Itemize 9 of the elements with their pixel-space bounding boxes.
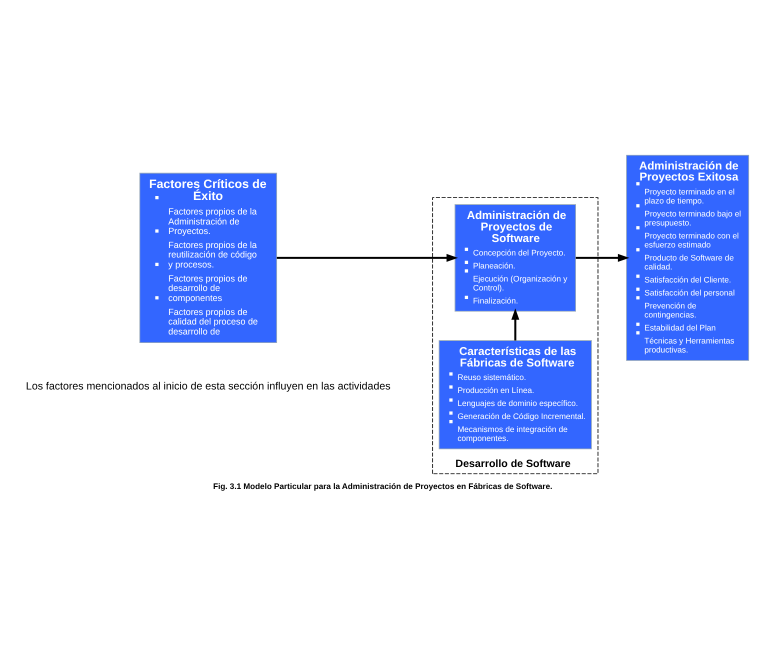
label: Los factores mencionados al inicio de esta sección influyen en las actividades xyxy=(26,380,391,392)
arrow xyxy=(511,308,520,340)
arrow xyxy=(576,254,630,262)
node-box: Administración de Proyectos de Software Concepción del Proyecto. Planeación. Ejecución (Organización y Control). Finalización. xyxy=(454,204,576,312)
node-box: Características de las Fábricas de Software Reuso sistemático. Producción en Línea. Lenguajes de dominio específico. Generación de Código Incremental. Mecanismos de integración de componentes. xyxy=(438,340,592,450)
node-box: Factores Críticos de Éxito Factores propios de la Administración de Proyectos. Factores propios de la reutilización de código y procesos. Factores propios de desarrollo de componentes Factores propios de calidad del proceso de desarrollo de xyxy=(139,172,278,344)
arrow xyxy=(276,254,458,262)
node-box: Administración de Proyectos Exitosa Proyecto terminado en el plazo de tiempo. Proyecto terminado bajo el presupuesto. Proyecto terminado con el esfuerzo estimado Producto de Software de calidad. Satisfacción del Cliente. Satisfacción del personal Prevención de contingencias. Estabilidad del Plan Técnicas y Herramientas productivas. xyxy=(626,154,750,361)
caption: Fig. 3.1 Modelo Particular para la Administración de Proyectos en Fábricas de Software. xyxy=(213,482,552,492)
